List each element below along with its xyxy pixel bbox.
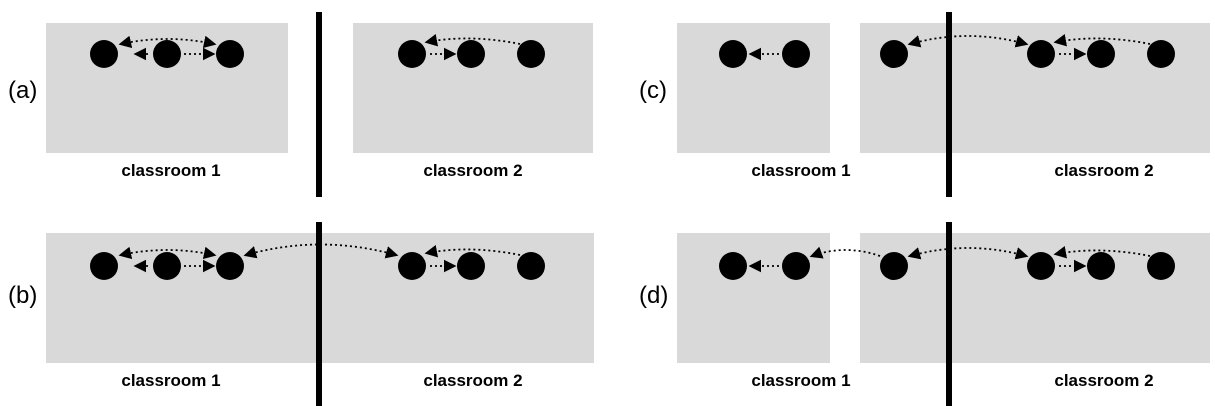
classroom-1-label: classroom 1 <box>121 161 220 180</box>
panel-label-a: (a) <box>8 77 37 104</box>
interaction-arrow <box>1053 34 1151 47</box>
classroom-1-label: classroom 1 <box>751 371 850 390</box>
classroom-1-area <box>677 233 830 363</box>
interaction-arrow <box>118 35 217 49</box>
panel-c: (c) classroom 1 classroom 2 <box>639 12 1210 197</box>
cross-room-arrow <box>809 246 881 259</box>
panel-d: (d) classroom 1 classroom 2 <box>639 222 1210 406</box>
classroom-1-label: classroom 1 <box>751 161 850 180</box>
panel-label-c: (c) <box>639 77 667 104</box>
interaction-arrow <box>118 246 217 260</box>
classroom-2-label: classroom 2 <box>423 161 522 180</box>
panel-a: (a) classroom 1 classroom 2 <box>8 12 593 197</box>
classroom-1-area <box>677 23 830 153</box>
classroom-2-label: classroom 2 <box>1054 161 1153 180</box>
panel-b: (b) classroom 1 classroom 2 <box>8 222 594 406</box>
cross-classroom-arrow <box>243 243 399 259</box>
interaction-arrow <box>1053 246 1151 259</box>
panel-label-b: (b) <box>8 282 37 309</box>
classroom-2-label: classroom 2 <box>1054 371 1153 390</box>
classroom-2-label: classroom 2 <box>423 371 522 390</box>
panel-label-d: (d) <box>639 282 668 309</box>
classroom-1-label: classroom 1 <box>121 371 220 390</box>
